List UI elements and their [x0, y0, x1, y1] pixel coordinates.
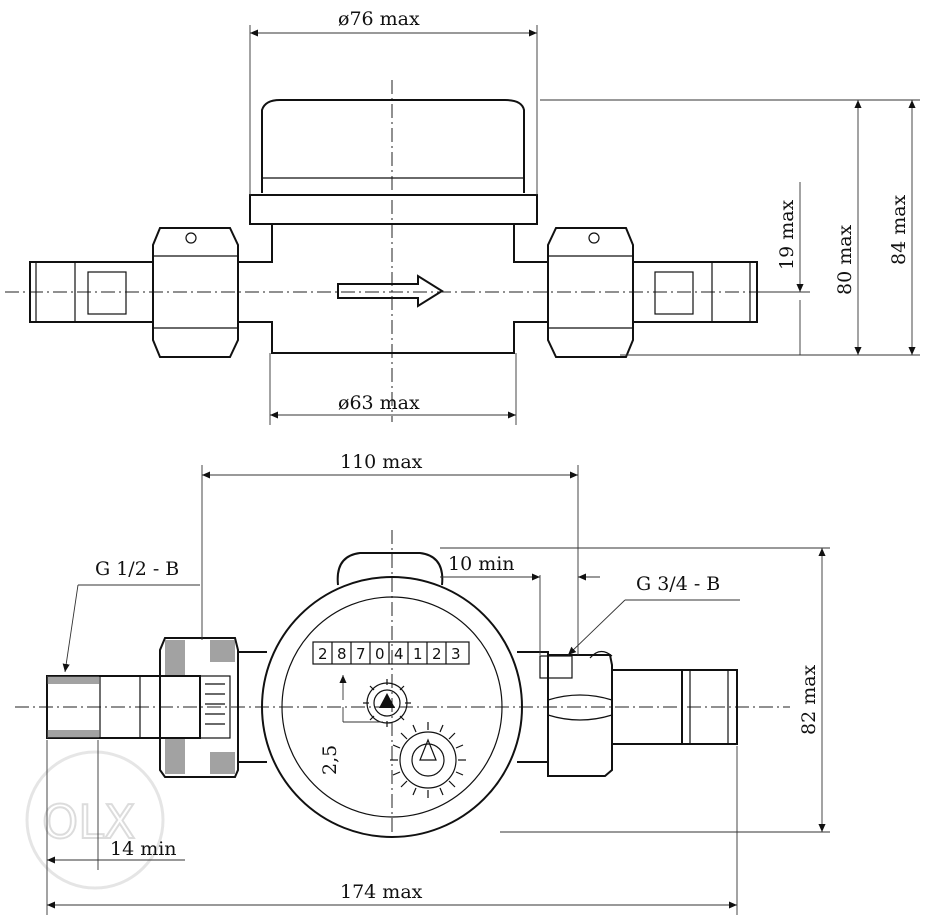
- thread-label-right: G 3/4 - B: [636, 573, 720, 595]
- dim-clearance: 10 min: [448, 553, 515, 575]
- small-dial-icon: [363, 679, 411, 727]
- dim-diameter-body: ø63 max: [338, 392, 420, 414]
- large-dial-icon: [390, 722, 466, 798]
- svg-text:7: 7: [356, 645, 366, 663]
- svg-text:8: 8: [337, 645, 347, 663]
- bottom-view: 2 8 7 0 4 1 2 3: [15, 451, 830, 915]
- dim-thread-length: 14 min: [110, 838, 177, 860]
- counter-digits: 2 8 7 0 4 1 2 3: [318, 645, 461, 663]
- dim-diameter-cover: ø76 max: [338, 8, 420, 30]
- svg-text:2: 2: [318, 645, 328, 663]
- svg-text:1: 1: [413, 645, 423, 663]
- watermark-text: OLX: [42, 795, 135, 849]
- top-view: ø76 max ø63 max 19 max 80 max 84 max: [5, 8, 920, 425]
- dim-height-body: 80 max: [834, 224, 856, 295]
- svg-text:4: 4: [394, 645, 404, 663]
- dim-height-axis: 19 max: [776, 199, 798, 270]
- svg-text:2: 2: [432, 645, 442, 663]
- dim-dial-offset: 2,5: [319, 745, 341, 775]
- svg-text:3: 3: [451, 645, 461, 663]
- flow-arrow-icon: [337, 274, 444, 308]
- dim-height: 82 max: [798, 664, 820, 735]
- dim-total-length: 174 max: [340, 881, 423, 903]
- watermark: OLX: [25, 750, 165, 890]
- svg-text:0: 0: [375, 645, 385, 663]
- dim-height-total: 84 max: [888, 194, 910, 265]
- thread-label-left: G 1/2 - B: [95, 558, 179, 580]
- dim-center-span: 110 max: [340, 451, 423, 473]
